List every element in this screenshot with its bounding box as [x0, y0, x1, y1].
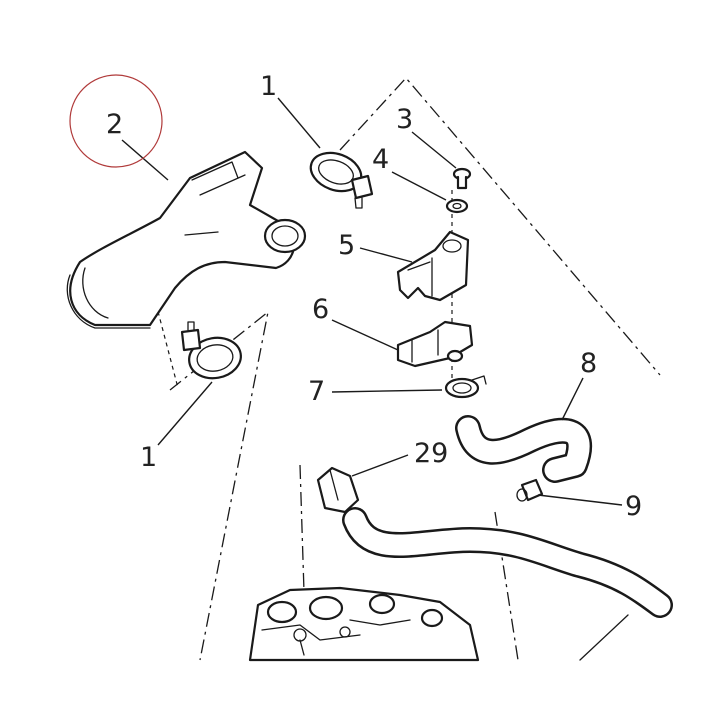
- callout-9: 9: [625, 491, 642, 522]
- grommet: [516, 478, 544, 502]
- callout-2: 2: [106, 109, 123, 140]
- callout-8: 8: [580, 348, 597, 379]
- breather-hose-lower: [342, 507, 673, 618]
- sensor-bracket: [396, 230, 470, 302]
- hose-clamp-lower: [180, 321, 242, 380]
- callout-highlight-circle: [69, 74, 163, 168]
- hose-clamp-top: [309, 151, 374, 209]
- intake-duct: [66, 150, 307, 329]
- engine-partial: [248, 586, 480, 662]
- hose-connector: [316, 466, 360, 514]
- washer: [445, 198, 469, 214]
- callout-7: 7: [308, 376, 325, 407]
- callout-4: 4: [372, 144, 389, 175]
- leader-lines: [121, 97, 623, 506]
- screw: [452, 167, 472, 190]
- breather-hose-upper: [455, 415, 593, 483]
- callout-5: 5: [338, 230, 355, 261]
- spring-clip: [444, 375, 487, 399]
- callout-6: 6: [312, 294, 329, 325]
- callout-29: 29: [414, 438, 448, 469]
- callout-labels: 2 1 3 4 5 6 7 8 29 9 1: [106, 71, 642, 522]
- sensor: [396, 320, 474, 368]
- callout-1-lower: 1: [140, 442, 157, 473]
- callout-3: 3: [396, 104, 413, 135]
- callout-1-top: 1: [260, 71, 277, 102]
